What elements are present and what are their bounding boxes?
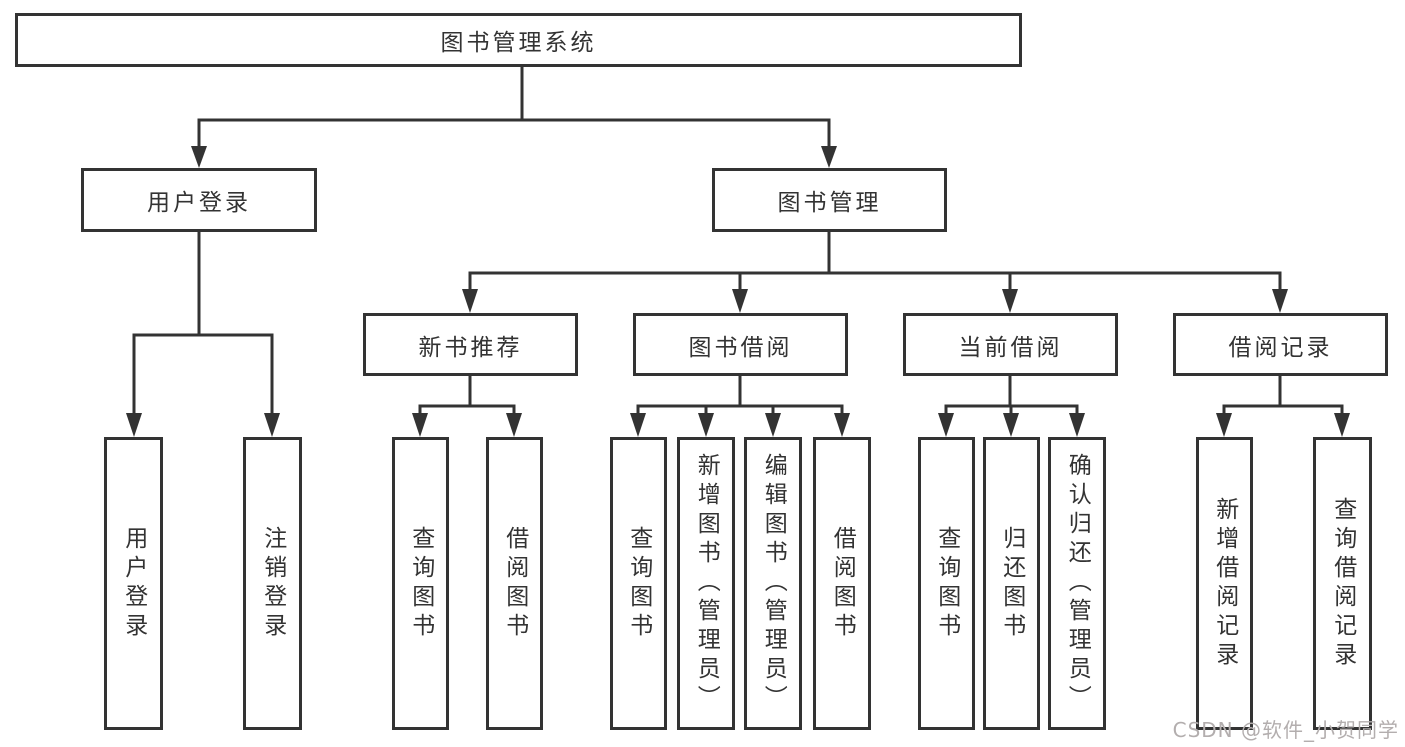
- leaf-query-books-borrow: 查询图书: [610, 437, 667, 730]
- arrowhead-icon: [732, 289, 748, 313]
- leaf-borrow-books-recommend-label: 借阅图书: [501, 525, 528, 642]
- arrowhead-icon: [1069, 413, 1085, 437]
- connector-current-borrow-to-leaves: [938, 374, 1085, 437]
- connector-new-book-recommend-to-leaves: [412, 374, 522, 437]
- arrowhead-icon: [1002, 289, 1018, 313]
- arrowhead-icon: [264, 413, 280, 437]
- node-new-book-recommend-label: 新书推荐: [418, 334, 523, 361]
- node-root: 图书管理系统: [15, 13, 1022, 67]
- arrowhead-icon: [630, 413, 646, 437]
- arrowhead-icon: [462, 289, 478, 313]
- arrowhead-icon: [412, 413, 428, 437]
- leaf-confirm-return-admin-label: 确认归还（管理员）: [1064, 453, 1091, 714]
- leaf-return-books: 归还图书: [983, 437, 1040, 730]
- leaf-query-books-borrow-label: 查询图书: [625, 525, 652, 642]
- node-borrow-records: 借阅记录: [1173, 313, 1388, 376]
- arrowhead-icon: [1003, 413, 1019, 437]
- node-current-borrow: 当前借阅: [903, 313, 1118, 376]
- arrowhead-icon: [191, 146, 207, 168]
- connector-book-management-to-level3: [462, 230, 1288, 313]
- leaf-query-books-recommend-label: 查询图书: [407, 525, 434, 642]
- arrowhead-icon: [938, 413, 954, 437]
- leaf-add-books-admin: 新增图书（管理员）: [677, 437, 735, 730]
- leaf-query-books-current: 查询图书: [918, 437, 975, 730]
- node-new-book-recommend: 新书推荐: [363, 313, 578, 376]
- arrowhead-icon: [821, 146, 837, 168]
- leaf-add-borrow-record-label: 新增借阅记录: [1211, 496, 1238, 671]
- leaf-query-borrow-record-label: 查询借阅记录: [1329, 496, 1356, 671]
- node-book-borrow: 图书借阅: [633, 313, 848, 376]
- leaf-borrow-books-recommend: 借阅图书: [486, 437, 543, 730]
- node-book-borrow-label: 图书借阅: [688, 334, 793, 361]
- node-root-label: 图书管理系统: [440, 30, 597, 56]
- node-user-login: 用户登录: [81, 168, 317, 232]
- arrowhead-icon: [126, 413, 142, 437]
- leaf-add-books-admin-label: 新增图书（管理员）: [693, 453, 720, 714]
- leaf-query-borrow-record: 查询借阅记录: [1313, 437, 1372, 730]
- connector-borrow-records-to-leaves: [1216, 374, 1350, 437]
- leaf-edit-books-admin: 编辑图书（管理员）: [744, 437, 802, 730]
- leaf-borrow-books-borrow-label: 借阅图书: [829, 525, 856, 642]
- leaf-confirm-return-admin: 确认归还（管理员）: [1048, 437, 1106, 730]
- connector-book-borrow-to-leaves: [630, 374, 850, 437]
- node-user-login-label: 用户登录: [147, 190, 251, 216]
- leaf-edit-books-admin-label: 编辑图书（管理员）: [760, 453, 787, 714]
- leaf-add-borrow-record: 新增借阅记录: [1196, 437, 1253, 730]
- leaf-logout-login: 注销登录: [243, 437, 302, 730]
- arrowhead-icon: [1272, 289, 1288, 313]
- leaf-query-books-recommend: 查询图书: [392, 437, 449, 730]
- leaf-logout-login-label: 注销登录: [259, 525, 286, 642]
- node-book-management: 图书管理: [712, 168, 947, 232]
- arrowhead-icon: [1334, 413, 1350, 437]
- arrowhead-icon: [765, 413, 781, 437]
- leaf-user-login: 用户登录: [104, 437, 163, 730]
- arrowhead-icon: [1216, 413, 1232, 437]
- leaf-user-login-label: 用户登录: [120, 525, 147, 642]
- node-book-management-label: 图书管理: [777, 190, 882, 216]
- leaf-borrow-books-borrow: 借阅图书: [813, 437, 871, 730]
- node-borrow-records-label: 借阅记录: [1228, 334, 1333, 361]
- node-current-borrow-label: 当前借阅: [958, 334, 1063, 361]
- leaf-return-books-label: 归还图书: [998, 525, 1025, 642]
- arrowhead-icon: [698, 413, 714, 437]
- connector-root-to-level2: [191, 65, 837, 168]
- arrowhead-icon: [834, 413, 850, 437]
- leaf-query-books-current-label: 查询图书: [933, 525, 960, 642]
- connector-user-login-to-leaves: [126, 230, 280, 437]
- watermark: CSDN @软件_小贺同学: [1172, 718, 1399, 742]
- arrowhead-icon: [506, 413, 522, 437]
